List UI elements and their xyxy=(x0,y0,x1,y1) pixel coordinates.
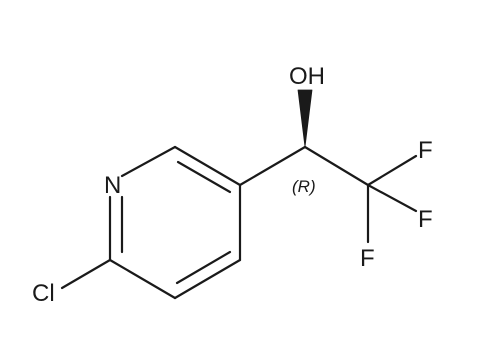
wedge-bond-oh xyxy=(297,89,313,148)
atom-label-oh: OH xyxy=(289,63,325,90)
ring-bond-c5-c6-inner xyxy=(175,250,232,285)
stereo-descriptor-label: (R) xyxy=(292,177,316,196)
bond-cf3-f2 xyxy=(366,183,418,213)
atom-label-f3: F xyxy=(360,245,375,272)
bond-chiral-carbon-cf3 xyxy=(303,145,370,187)
pyridine-ring xyxy=(108,145,242,300)
ring-bond-n-c2 xyxy=(120,145,177,178)
bond-cf3-f1 xyxy=(366,154,418,187)
ring-bond-c2-c3-inner xyxy=(176,160,232,194)
ring-bond-c5-c6 xyxy=(108,258,177,300)
atom-label-n: N xyxy=(104,172,121,199)
atom-label-f2: F xyxy=(418,206,433,233)
bond-c3-chiral-carbon xyxy=(238,145,307,187)
atom-label-cl: Cl xyxy=(32,280,55,307)
bond-c6-cl xyxy=(60,258,112,290)
ring-bond-c2-c3 xyxy=(173,145,242,187)
atom-label-f1: F xyxy=(418,137,433,164)
ring-bond-c4-c5 xyxy=(173,258,242,300)
